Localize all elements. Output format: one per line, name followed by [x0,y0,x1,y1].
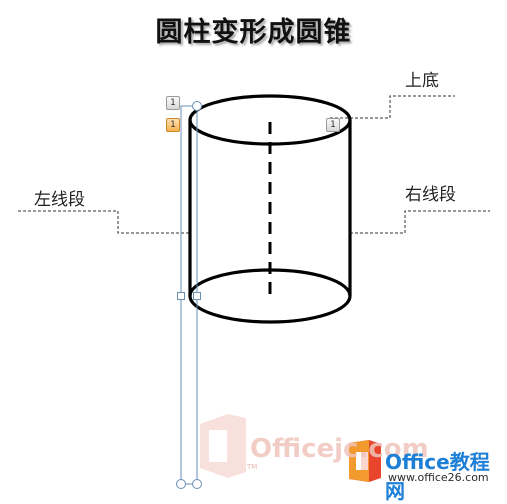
resize-handle-bottom-right[interactable] [192,479,202,489]
resize-handle-top[interactable] [192,101,202,111]
resize-handle-bottom-left[interactable] [176,479,186,489]
right-segment-leader [350,210,490,234]
watermark-text: Officejc.com [250,434,429,464]
right-segment-label: 右线段 [405,185,456,205]
top-base-leader [330,95,455,119]
resize-handle-mid-left[interactable] [177,292,185,300]
cylinder-diagram [18,94,490,489]
resize-handle-mid-right[interactable] [193,292,201,300]
left-segment-leader [18,210,190,234]
top-base-label: 上底 [405,71,439,91]
brand-site: www.office26.com [388,471,489,484]
brand-name: Office教程网 [385,450,490,503]
point-badge-top[interactable]: 1 [166,96,180,110]
watermark-tm: TM [247,463,258,471]
watermark-logo-icon [200,414,246,478]
point-badge-selected[interactable]: 1 [166,118,180,132]
cylinder-bottom-ellipse [188,268,352,324]
left-segment-label: 左线段 [34,190,85,210]
office-brand-icon [349,440,381,482]
page-title: 圆柱变形成圆锥 [155,17,352,48]
point-badge-right[interactable]: 1 [326,118,340,132]
